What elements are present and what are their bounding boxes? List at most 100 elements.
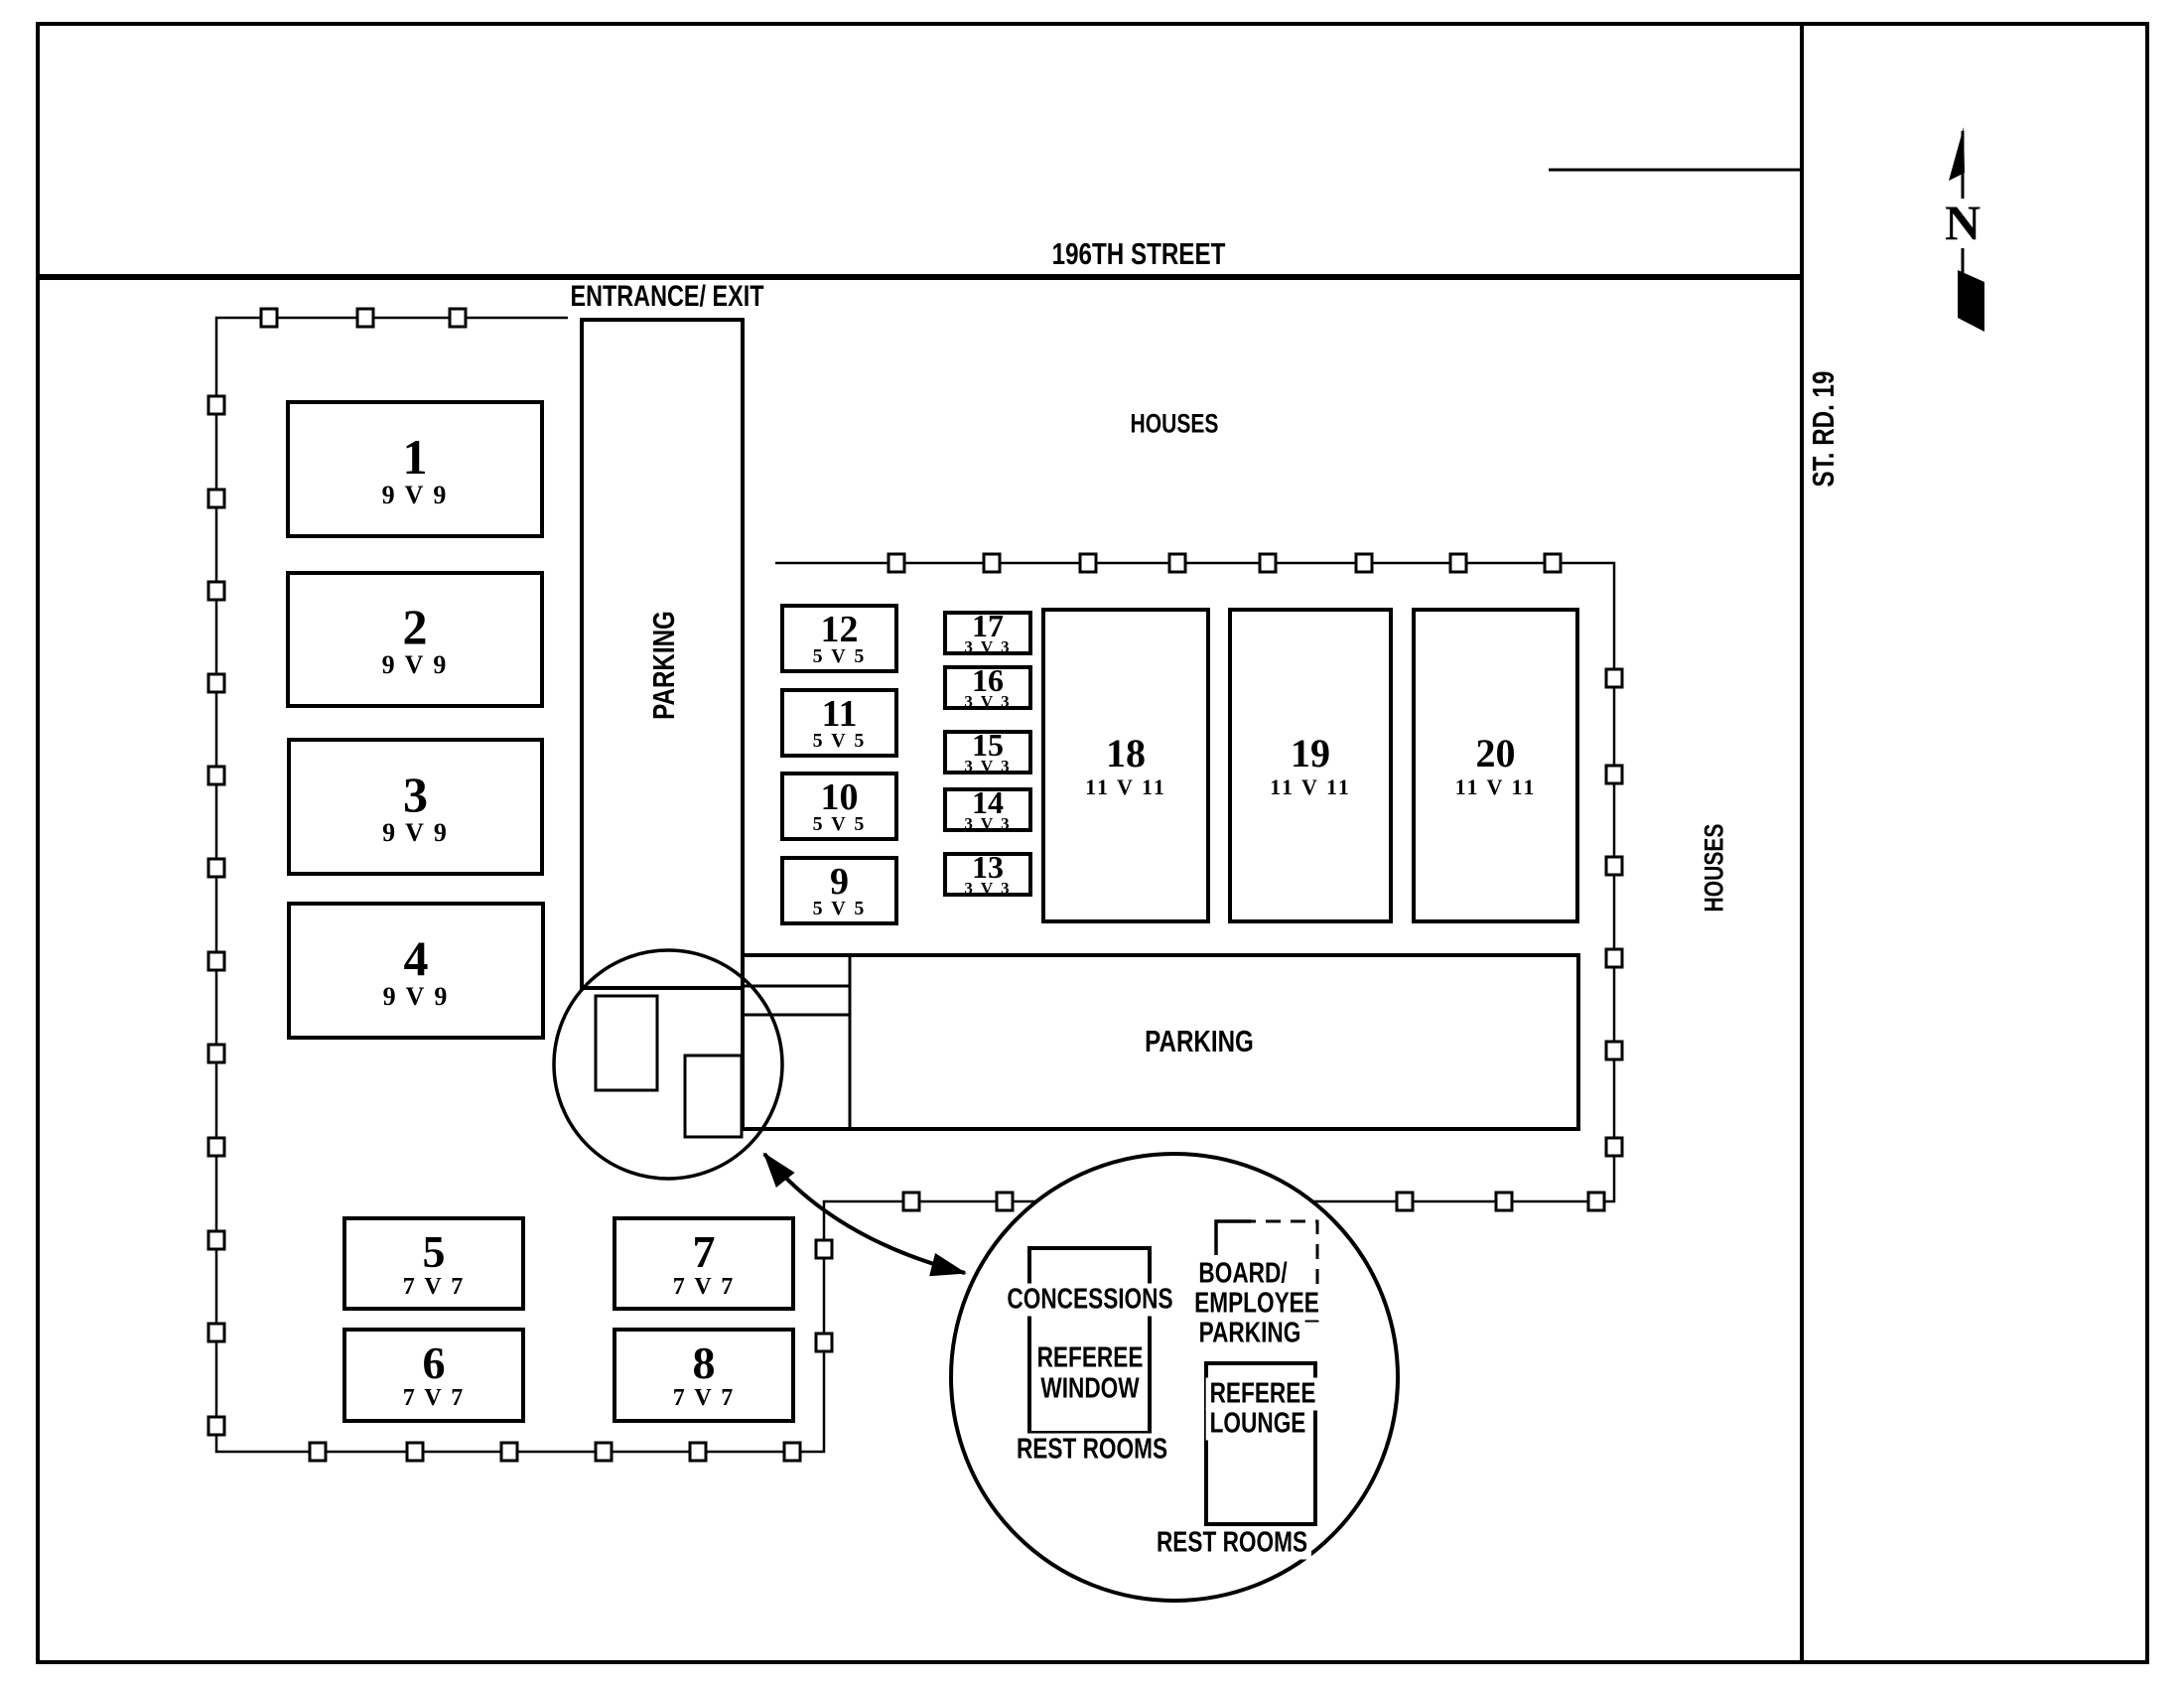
fence-post	[887, 552, 906, 574]
board-parking-label-line1: BOARD/	[1194, 1257, 1292, 1291]
field-number: 12	[820, 608, 859, 650]
concessions-building-small	[594, 994, 659, 1092]
fence-post	[1586, 1191, 1606, 1212]
detail-zoom-arrow	[762, 1152, 967, 1277]
fence-post	[814, 1332, 834, 1353]
referee-lounge-building-small	[683, 1054, 744, 1139]
north-arrow-head-icon	[1949, 127, 1965, 181]
houses-right-label: HOUSES	[1699, 823, 1729, 913]
field-size-label: 9 V 9	[381, 650, 449, 679]
field-number: 2	[402, 599, 428, 654]
rest-rooms-right-label: REST ROOMS	[1153, 1526, 1311, 1560]
field-number: 17	[972, 608, 1004, 643]
fence-post	[1604, 667, 1624, 689]
field-size-label: 5 V 5	[812, 644, 867, 667]
fence-post	[448, 307, 468, 329]
fence-post	[1543, 552, 1563, 574]
north-arrow-fletch-icon	[1958, 270, 1984, 332]
referee-lounge-label-line2: LOUNGE	[1205, 1407, 1310, 1441]
fence-post	[1395, 1191, 1415, 1212]
field-number: 9	[830, 860, 849, 903]
referee-window-label-line2: WINDOW	[1036, 1372, 1144, 1406]
detail-source-circle	[552, 948, 784, 1181]
concessions-building	[1027, 1246, 1152, 1435]
fence-post	[206, 1136, 226, 1158]
fence-post	[206, 950, 226, 972]
field-number: 13	[972, 849, 1004, 885]
field-size-label: 7 V 7	[672, 1273, 736, 1300]
street-196th-label: 196TH STREET	[1051, 236, 1226, 271]
fence-post	[206, 488, 226, 509]
rest-rooms-left-label: REST ROOMS	[1013, 1433, 1171, 1467]
fence-post	[1604, 1136, 1624, 1158]
referee-lounge-label-line1: REFEREE	[1205, 1377, 1320, 1411]
field-number: 3	[403, 766, 428, 822]
fence-post	[782, 1441, 802, 1463]
fence-post	[1448, 552, 1468, 574]
field-size-label: 9 V 9	[381, 480, 449, 509]
fence-post	[1167, 552, 1187, 574]
field-size-label: 5 V 5	[812, 812, 867, 835]
parking-lot-label: PARKING	[1145, 1024, 1254, 1058]
fence-post	[206, 1229, 226, 1251]
board-parking-label-line2: EMPLOYEE	[1190, 1287, 1323, 1321]
fence-post	[206, 1322, 226, 1343]
fence-post	[259, 307, 279, 329]
fence-post	[405, 1441, 425, 1463]
fence-post	[688, 1441, 708, 1463]
field-size-label: 7 V 7	[402, 1273, 466, 1300]
fence-post	[355, 307, 375, 329]
north-arrow	[1949, 127, 1984, 332]
fence-post	[206, 672, 226, 694]
field-size-label: 3 V 3	[964, 757, 1012, 775]
fence-post	[206, 1415, 226, 1437]
fence-post	[1604, 764, 1624, 785]
fence-post	[1354, 552, 1374, 574]
field-size-label: 7 V 7	[402, 1385, 466, 1411]
drawing-border	[36, 22, 2149, 1664]
referee-lounge-building	[1204, 1361, 1317, 1526]
field-number: 4	[403, 929, 429, 986]
parking-lot-area	[741, 953, 1580, 1131]
fence-post	[1078, 552, 1098, 574]
fence-post	[206, 580, 226, 602]
referee-window-label-line1: REFEREE	[1032, 1341, 1148, 1375]
fence-post	[206, 765, 226, 786]
field-size-label: 3 V 3	[964, 879, 1012, 898]
fence-post	[594, 1441, 614, 1463]
fence-post	[814, 1238, 834, 1260]
field-size-label: 9 V 9	[382, 817, 449, 847]
field-size-label: 11 V 11	[1085, 774, 1166, 799]
st-rd-19-label: ST. RD. 19	[1806, 370, 1841, 488]
field-number: 14	[972, 784, 1004, 820]
fence-post	[1604, 947, 1624, 969]
fence-post	[499, 1441, 519, 1463]
board-parking-corner	[1214, 1219, 1251, 1255]
fence-post	[308, 1441, 328, 1463]
field-number: 20	[1475, 731, 1516, 775]
field-size-label: 5 V 5	[812, 897, 867, 919]
fence-post	[1604, 855, 1624, 877]
field-number: 8	[692, 1337, 716, 1388]
board-parking-label-line3: PARKING	[1194, 1317, 1305, 1350]
fence-post	[1494, 1191, 1514, 1212]
concessions-label: CONCESSIONS	[1003, 1283, 1177, 1317]
entrance-exit-label: ENTRANCE/ EXIT	[570, 280, 764, 313]
fence-post	[1604, 1040, 1624, 1061]
houses-top-label: HOUSES	[1130, 408, 1219, 439]
